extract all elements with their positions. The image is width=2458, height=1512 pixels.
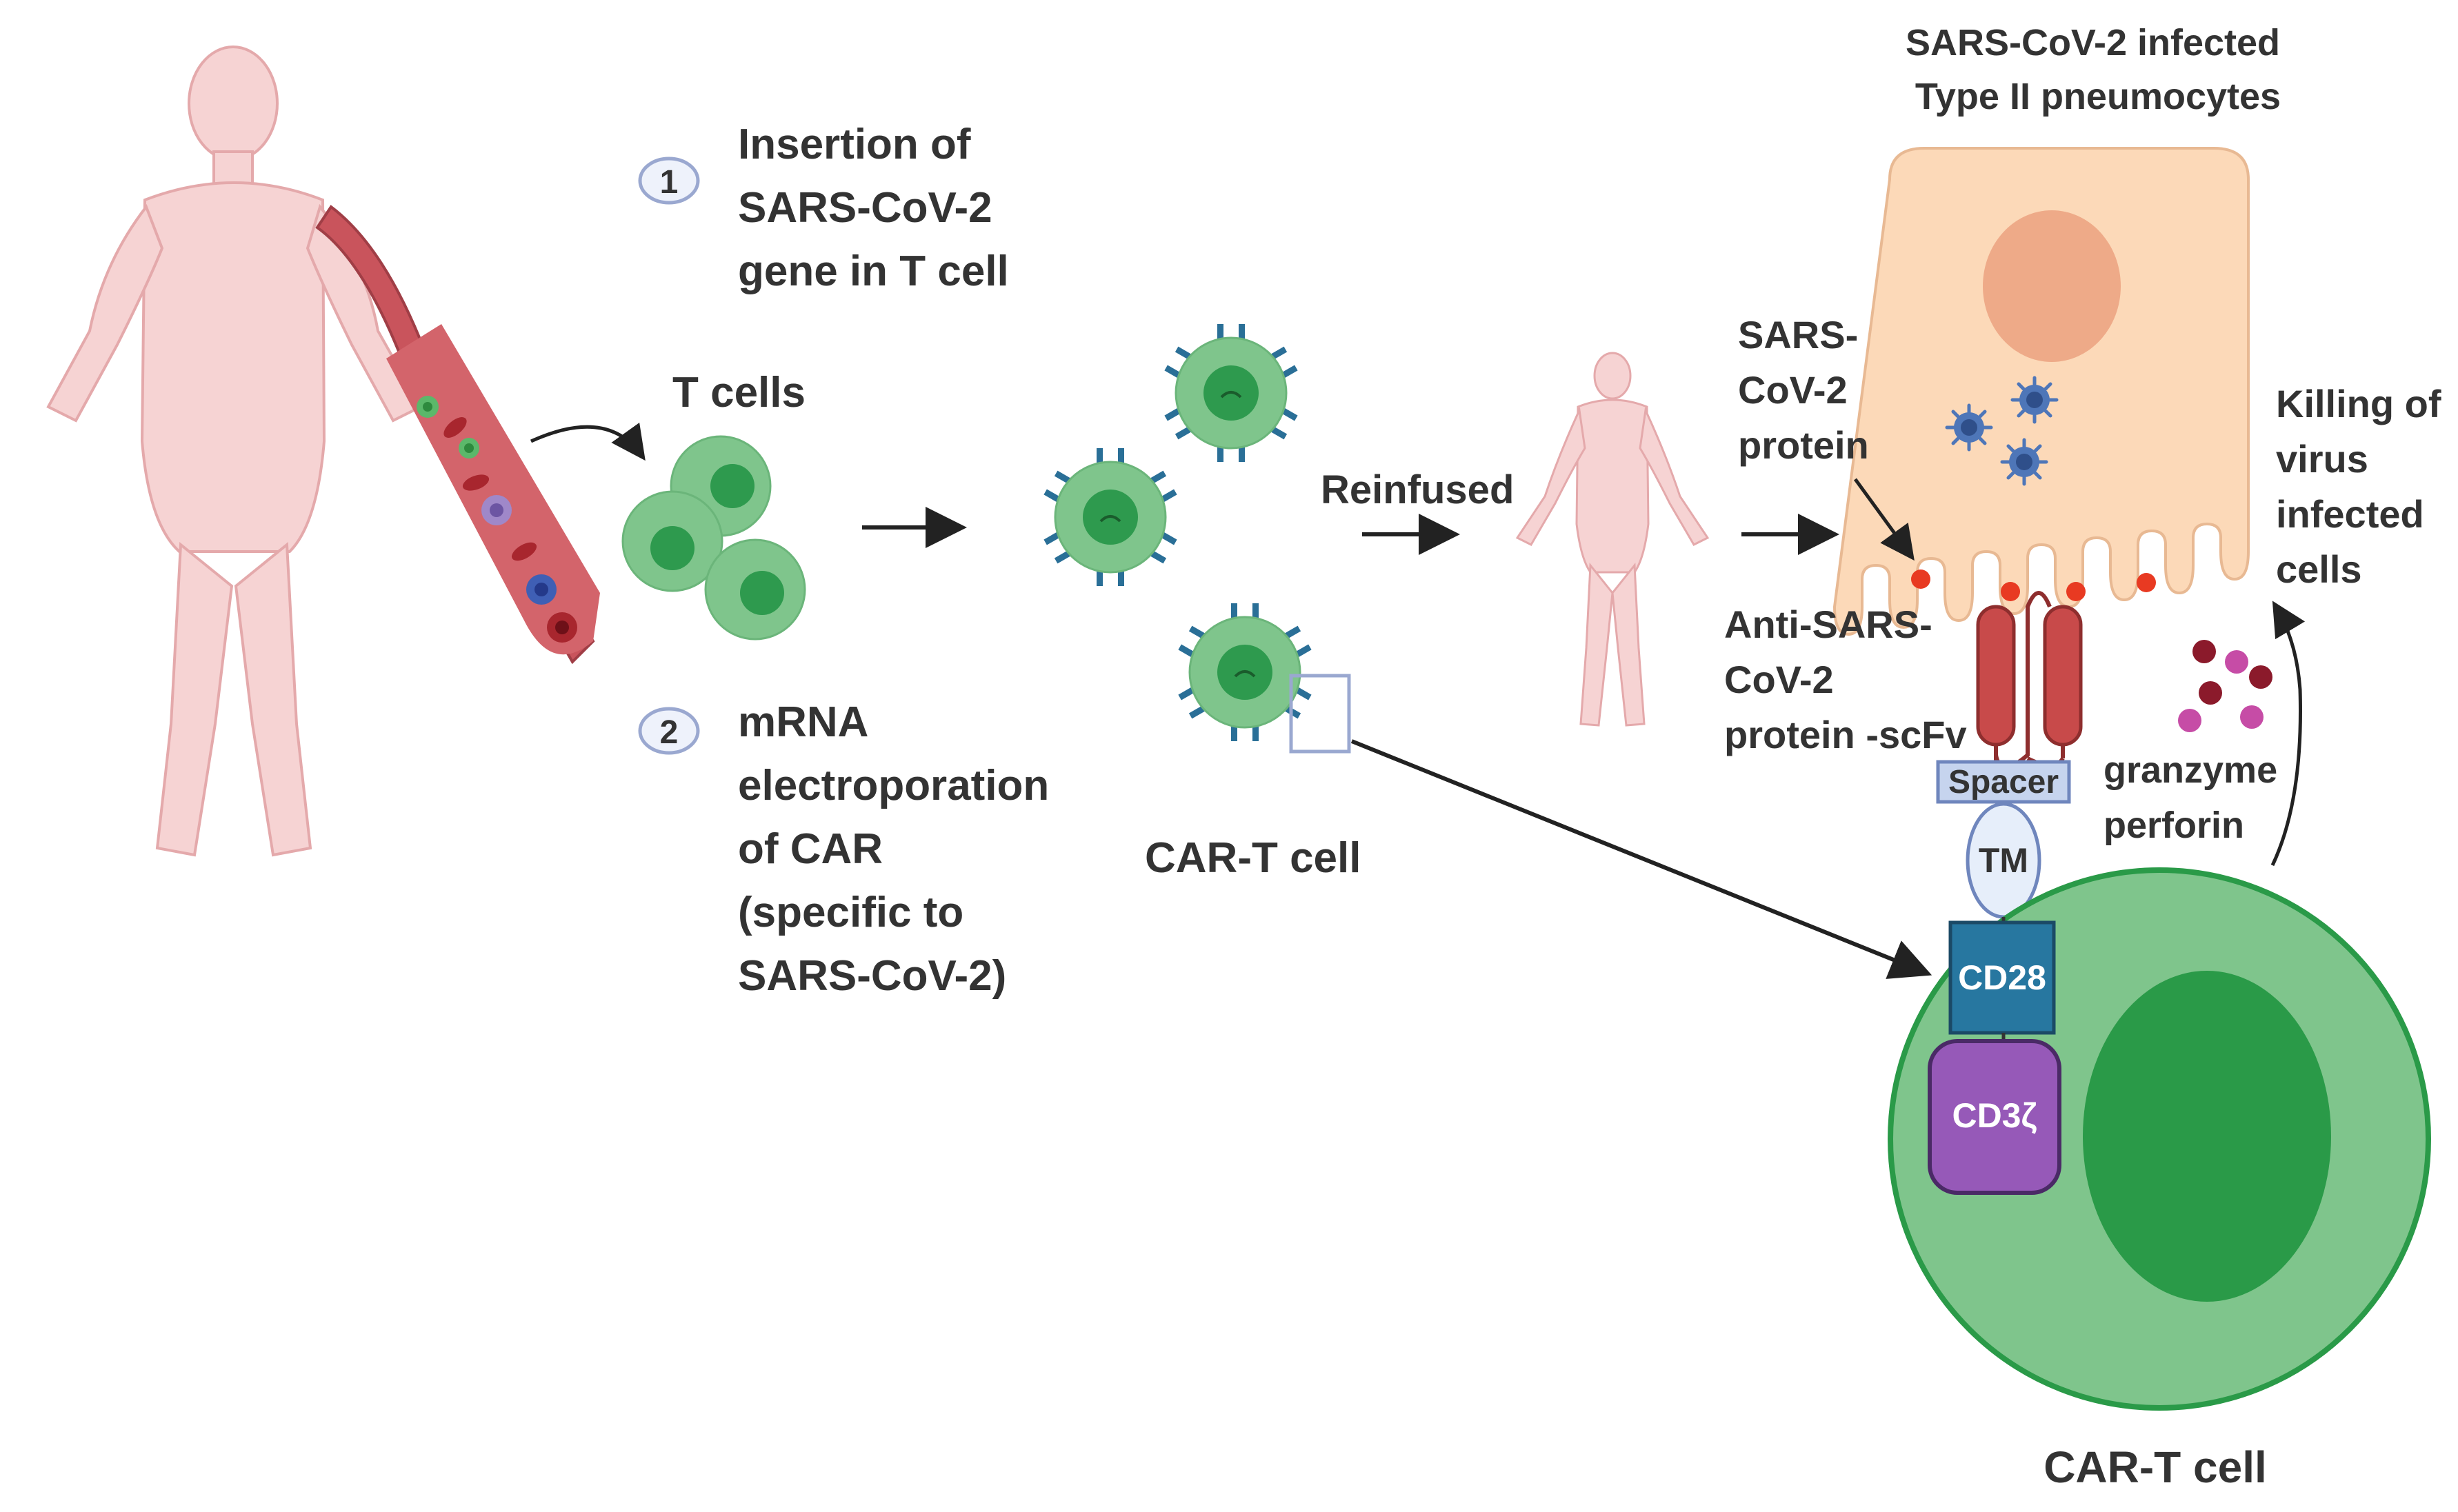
virus-icon bbox=[2012, 378, 2057, 422]
killing-arrow bbox=[2270, 601, 2306, 867]
vessel-to-tcells-arrow bbox=[530, 422, 646, 461]
car-t-cell-label-big: CAR-T cell bbox=[2044, 1442, 2267, 1492]
car-t-cell-bottom bbox=[1178, 603, 1312, 741]
zoom-box bbox=[1289, 674, 1351, 754]
cd3z-domain bbox=[1928, 1039, 2061, 1195]
killing-label: Killing of virus infected cells bbox=[2276, 382, 2452, 591]
step-1-text: Insertion of SARS-CoV-2 gene in T cell bbox=[738, 121, 1009, 295]
granzyme-perforin-label: granzyme perforin bbox=[2104, 749, 2288, 846]
step-1-badge bbox=[638, 157, 700, 205]
cd28-domain bbox=[1948, 920, 2056, 1035]
t-cells-label: T cells bbox=[672, 369, 806, 416]
spacer-box bbox=[1936, 760, 2071, 804]
t-cells-group bbox=[621, 435, 806, 641]
virus-icon bbox=[1947, 405, 1991, 450]
tm-label: TM bbox=[1979, 841, 2028, 880]
step-2-badge bbox=[638, 707, 700, 755]
car-t-cell-label-mid: CAR-T cell bbox=[1145, 834, 1361, 882]
step-2-text: mRNA electroporation of CAR (specific to… bbox=[738, 698, 1061, 1000]
cd28-label: CD28 bbox=[1958, 958, 2046, 997]
car-t-cell-left bbox=[1043, 448, 1177, 586]
scfv-label: Anti-SARS- CoV-2 protein -scFv bbox=[1724, 603, 1967, 756]
step-1: 1 Insertion of SARS-CoV-2 gene in T cell bbox=[638, 121, 1009, 295]
step-2: 2 mRNA electroporation of CAR (specific … bbox=[638, 698, 1061, 1000]
reinfused-label: Reinfused bbox=[1321, 467, 1514, 512]
pneumocyte-nucleus bbox=[1983, 210, 2121, 362]
step-1-number: 1 bbox=[660, 164, 679, 201]
cd3z-label: CD3ζ bbox=[1952, 1096, 2037, 1135]
big-car-t-cell: CD28 CD3ζ bbox=[1888, 867, 2431, 1411]
arrow-sars-protein bbox=[1853, 478, 1915, 561]
granzyme-perforin-granules bbox=[2178, 640, 2272, 732]
human-figure-small bbox=[1515, 352, 1710, 727]
blood-vessel bbox=[315, 205, 600, 665]
sars-protein-label: SARS- CoV-2 protein bbox=[1738, 313, 1869, 467]
virus-icon bbox=[2002, 440, 2046, 484]
step-2-number: 2 bbox=[660, 714, 679, 751]
human-figure-large bbox=[46, 46, 423, 857]
car-construct: Spacer TM bbox=[1936, 591, 2083, 919]
zoom-arrow bbox=[1350, 739, 1932, 979]
car-t-cell-top bbox=[1164, 324, 1298, 462]
pneumocyte-cell bbox=[1832, 147, 2250, 636]
spacer-label: Spacer bbox=[1948, 764, 2059, 800]
pneumocyte-title: SARS-CoV-2 infected Type II pneumocytes bbox=[1906, 22, 2290, 117]
